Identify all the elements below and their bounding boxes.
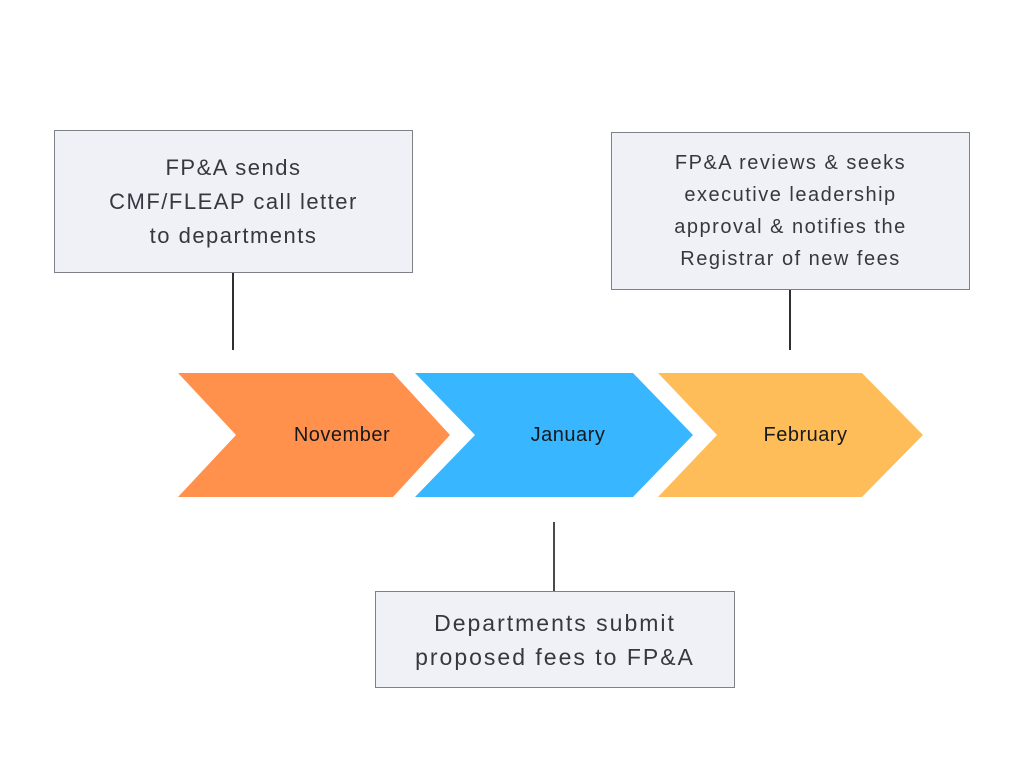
callout-box-submit-fees: Departments submit proposed fees to FP&A bbox=[375, 591, 735, 688]
callout-text-call-letter: FP&A sends CMF/FLEAP call letter to depa… bbox=[109, 154, 358, 248]
callout-text-submit-fees: Departments submit proposed fees to FP&A bbox=[415, 609, 695, 670]
callout-text-review-approval: FP&A reviews & seeks executive leadershi… bbox=[674, 152, 907, 270]
connector-line-january bbox=[553, 522, 555, 591]
connector-line-february bbox=[789, 290, 791, 350]
timeline-label-november: November bbox=[293, 423, 391, 446]
callout-box-call-letter: FP&A sends CMF/FLEAP call letter to depa… bbox=[54, 130, 413, 273]
timeline-label-february: February bbox=[763, 423, 848, 446]
timeline-label-january: January bbox=[530, 423, 606, 446]
timeline-chevron-january: January bbox=[415, 373, 693, 497]
callout-box-review-approval: FP&A reviews & seeks executive leadershi… bbox=[611, 132, 970, 290]
timeline-chevron-february: February bbox=[658, 373, 923, 497]
timeline-chevron-november: November bbox=[178, 373, 450, 497]
connector-line-november bbox=[232, 273, 234, 350]
